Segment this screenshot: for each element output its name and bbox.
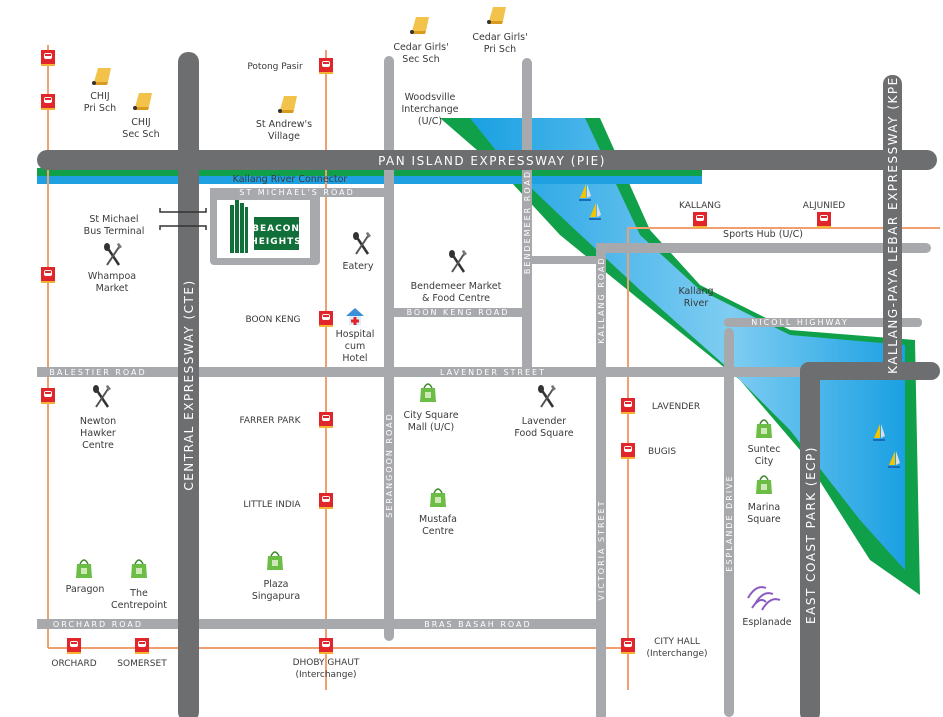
label-bendemeer-market: Bendemeer Market& Food Centre: [411, 281, 502, 304]
st-michaels-road-label: ST MICHAEL'S ROAD: [239, 188, 355, 197]
station-potong-pasir[interactable]: Potong Pasir: [247, 62, 303, 72]
project-name-line2: HEIGHTS: [250, 237, 302, 247]
station-dhoby-ghaut[interactable]: DHOBY GHAUT(Interchange): [293, 658, 360, 680]
station-farrer-park[interactable]: FARRER PARK: [240, 416, 302, 426]
esplanade-drive-label: ESPLANDE DRIVE: [725, 474, 734, 571]
nicoll-highway-label: NICOLL HIGHWAY: [751, 318, 848, 327]
station-kallang[interactable]: KALLANG: [679, 201, 721, 211]
ecp-label: EAST COAST PARK (ECP): [804, 446, 818, 624]
station-city-hall[interactable]: CITY HALL(Interchange): [646, 637, 707, 659]
orchard-road-label: ORCHARD ROAD: [53, 620, 143, 629]
kallang-river: [37, 118, 920, 595]
bras-basah-road-label: BRAS BASAH ROAD: [424, 620, 531, 629]
station-orchard[interactable]: ORCHARD: [51, 659, 96, 669]
kallang-road-label: KALLANG ROAD: [597, 256, 606, 343]
cte-label: CENTRAL EXPRESSWAY (CTE): [182, 279, 196, 490]
station-sports-hub[interactable]: Sports Hub (U/C): [723, 229, 803, 240]
bendemeer-road-label: BENDEMEER ROAD: [523, 170, 532, 274]
boon-keng-road-label: BOON KENG ROAD: [407, 308, 510, 317]
station-boon-keng[interactable]: BOON KENG: [245, 315, 300, 325]
expressways: [37, 52, 940, 717]
kpe-label: KALLANG-PAYA LEBAR EXPRESSWAY (KPE): [886, 70, 900, 374]
lavender-street-label: LAVENDER STREET: [440, 368, 546, 377]
station-little-india[interactable]: LITTLE INDIA: [243, 500, 301, 510]
station-bugis[interactable]: BUGIS: [648, 447, 676, 457]
label-cedar-sec: Cedar Girls'Sec Sch: [393, 42, 448, 65]
beacon-heights-logo[interactable]: BEACON HEIGHTS: [230, 200, 302, 253]
balestier-road-label: BALESTIER ROAD: [49, 368, 146, 377]
label-cedar-pri: Cedar Girls'Pri Sch: [472, 32, 527, 55]
label-paragon: Paragon: [66, 584, 105, 595]
station-aljunied[interactable]: ALJUNIED: [803, 201, 845, 211]
serangoon-road-label: SERANGOON ROAD: [385, 412, 394, 518]
station-somerset[interactable]: SOMERSET: [117, 659, 167, 669]
victoria-street-label: VICTORIA STREET: [597, 499, 606, 600]
pie-label: PAN ISLAND EXPRESSWAY (PIE): [378, 154, 606, 168]
project-name-line1: BEACON: [252, 224, 300, 234]
hospital-icon: [346, 308, 364, 325]
label-esplanade: Esplanade: [742, 617, 791, 628]
bus-terminal-bridge-icon: [159, 208, 207, 230]
kallang-river-connector-label: Kallang River Connector: [233, 174, 348, 185]
station-lavender[interactable]: LAVENDER: [652, 402, 700, 412]
esplanade-icon: [747, 586, 781, 611]
label-eatery: Eatery: [343, 261, 374, 272]
